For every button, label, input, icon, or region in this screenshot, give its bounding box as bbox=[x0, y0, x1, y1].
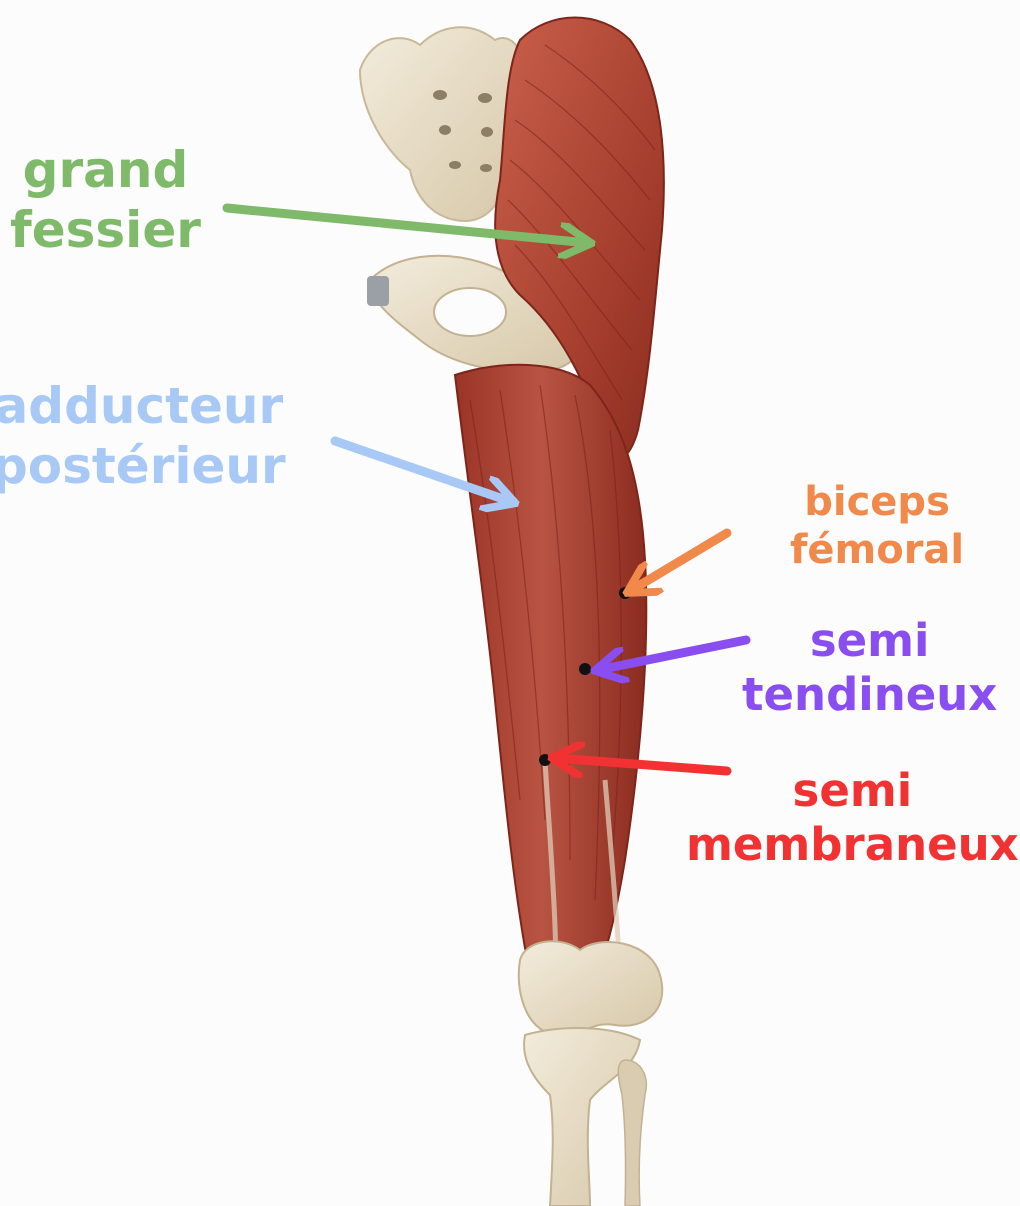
label-line: postérieur bbox=[0, 436, 286, 496]
label-line: biceps bbox=[790, 478, 964, 526]
label-line: tendineux bbox=[742, 668, 997, 722]
semi-membraneux-marker bbox=[539, 754, 551, 766]
label-line: adducteur bbox=[0, 376, 286, 436]
femur-condyles bbox=[519, 941, 662, 1036]
label-grand-fessier: grand fessier bbox=[10, 140, 201, 260]
cut-bone-surface bbox=[367, 276, 389, 306]
label-biceps-femoral: biceps fémoral bbox=[790, 478, 964, 574]
label-line: fémoral bbox=[790, 526, 964, 574]
label-line: membraneux bbox=[686, 818, 1019, 872]
label-line: semi bbox=[742, 614, 997, 668]
label-line: semi bbox=[686, 764, 1019, 818]
label-semi-membraneux: semi membraneux bbox=[686, 764, 1019, 872]
label-line: fessier bbox=[10, 200, 201, 260]
label-semi-tendineux: semi tendineux bbox=[742, 614, 997, 722]
label-adducteur-posterieur: adducteur postérieur bbox=[0, 376, 286, 496]
tibia-bone bbox=[524, 1028, 640, 1206]
semi-tendineux-marker bbox=[579, 663, 591, 675]
fibula-bone bbox=[618, 1060, 646, 1206]
obturator-foramen bbox=[434, 288, 506, 336]
label-line: grand bbox=[10, 140, 201, 200]
